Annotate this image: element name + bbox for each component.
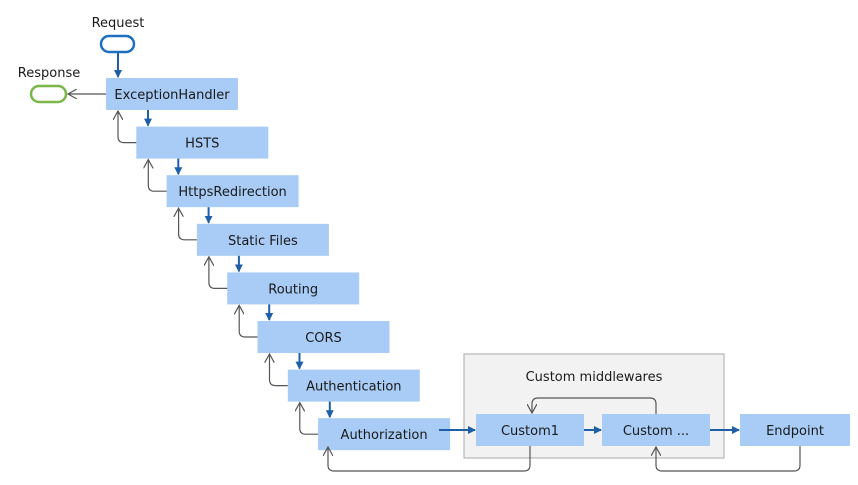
- custom-more-label: Custom ...: [623, 424, 689, 439]
- pipeline-label-static-files: Static Files: [228, 234, 298, 249]
- pipeline-label-httpsredirection: HttpsRedirection: [178, 185, 286, 200]
- response-arrow-1: [118, 111, 137, 144]
- pipeline-label-hsts: HSTS: [185, 137, 219, 152]
- endpoint-to-custommore-return: [656, 446, 801, 472]
- endpoint-label: Endpoint: [766, 424, 824, 439]
- pipeline-label-exceptionhandler: ExceptionHandler: [114, 88, 230, 103]
- response-arrow-2: [148, 160, 167, 192]
- pipeline-box-hsts: [136, 126, 269, 159]
- connectors: [68, 53, 801, 472]
- pipeline-label-cors: CORS: [305, 331, 342, 346]
- pipeline-label-authentication: Authentication: [306, 380, 401, 395]
- custom1-box: [476, 414, 584, 446]
- custommore-to-custom1-return: [532, 397, 657, 414]
- custom1-to-authorization-return: [328, 446, 531, 472]
- pipeline-label-routing: Routing: [268, 282, 318, 297]
- response-arrow-7: [300, 403, 319, 435]
- response-arrow-5: [239, 305, 258, 338]
- pipeline-label-authorization: Authorization: [341, 428, 428, 443]
- custom1-label: Custom1: [501, 424, 559, 439]
- custom-middlewares-label: Custom middlewares: [526, 370, 663, 385]
- response-label: Response: [18, 66, 80, 81]
- response-pill: [29, 84, 68, 104]
- pipeline-box-static-files: [196, 223, 329, 256]
- pipeline-box-cors: [257, 321, 390, 353]
- response-arrow-3: [179, 208, 197, 241]
- pipeline-box-httpsredirection: [166, 175, 299, 208]
- pipeline-box-exceptionhandler: [106, 78, 238, 110]
- pipeline-box-routing: [227, 272, 360, 305]
- custom-more-box: [602, 414, 710, 446]
- response-arrow-4: [209, 257, 228, 289]
- response-arrow-6: [270, 354, 288, 387]
- request-pill: [99, 34, 136, 54]
- request-label: Request: [92, 16, 145, 31]
- endpoint-box: [740, 414, 850, 446]
- pipeline-box-authentication: [287, 369, 420, 402]
- pipeline-box-authorization: [318, 418, 451, 451]
